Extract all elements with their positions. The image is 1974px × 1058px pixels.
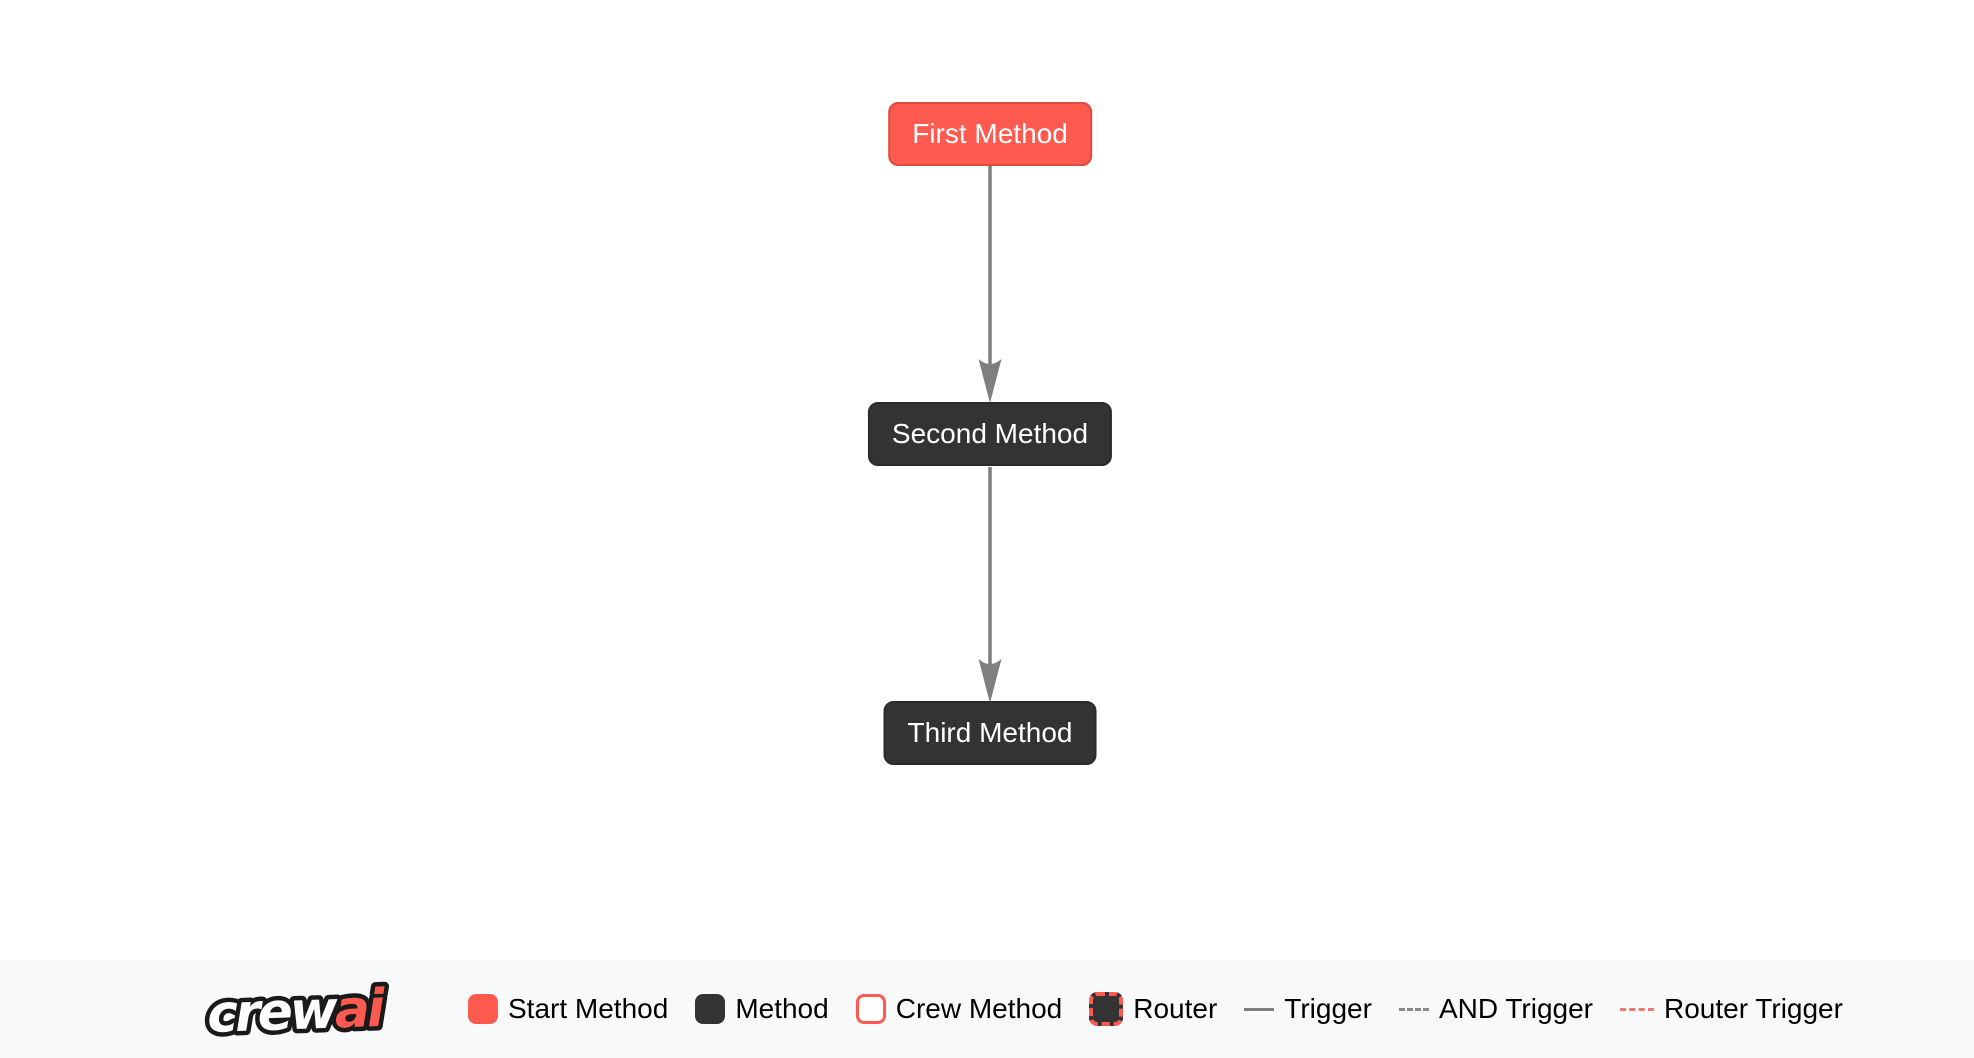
legend-item-start-method: Start Method [468,993,668,1025]
legend-item-router: Router [1089,992,1217,1026]
crew-method-swatch-icon [855,994,886,1024]
trigger-line-icon [1244,1007,1275,1011]
crewai-logo-text-accent: ai [334,979,387,1041]
router-swatch-icon [1089,992,1124,1026]
legend-item-trigger: Trigger [1244,993,1372,1025]
legend-label: Router Trigger [1663,993,1843,1024]
start-method-swatch-icon [468,994,498,1024]
legend-label: Method [735,993,829,1024]
legend-bar: crewai Start Method Method Crew Method R… [0,960,1974,1058]
legend-label: Start Method [508,993,669,1024]
flow-canvas[interactable]: First Method Second Method Third Method [0,0,1974,960]
svg-text:crewai: crewai [206,979,387,1045]
and-trigger-line-icon [1398,1007,1429,1011]
legend-label: Trigger [1284,993,1372,1024]
legend-label: Crew Method [895,993,1063,1024]
trigger-edge [978,467,1002,703]
legend-label: AND Trigger [1438,993,1593,1024]
arrowhead-icon [978,659,1002,703]
legend-item-router-trigger: Router Trigger [1619,993,1843,1025]
legend-item-and-trigger: AND Trigger [1398,993,1593,1025]
node-third-method[interactable]: Third Method [883,701,1097,765]
trigger-edge [978,166,1002,403]
crewai-logo: crewai [203,974,391,1048]
node-first-method[interactable]: First Method [888,102,1092,166]
method-swatch-icon [695,994,726,1024]
router-trigger-line-icon [1619,1007,1654,1011]
legend-item-method: Method [695,993,829,1025]
legend-item-crew-method: Crew Method [855,993,1063,1025]
arrowhead-icon [978,359,1002,403]
legend-label: Router [1133,993,1218,1024]
node-second-method[interactable]: Second Method [867,402,1113,466]
crewai-logo-text-primary: crew [206,980,340,1045]
